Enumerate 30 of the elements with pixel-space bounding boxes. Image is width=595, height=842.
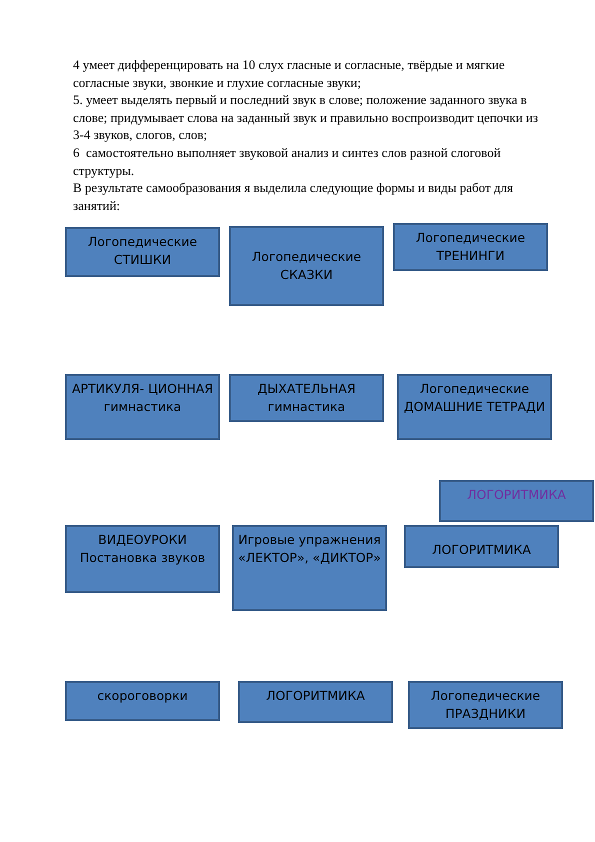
topic-label: ЛОГОРИТМИКА (467, 486, 566, 504)
topic-label: ВИДЕОУРОКИ Постановка звуков (78, 531, 206, 567)
topic-box (439, 480, 594, 522)
topic-box (65, 374, 220, 440)
topic-box (65, 227, 220, 277)
paragraph: В результате самообразования я выделила следующие формы и виды работ для занятий: (73, 179, 514, 214)
paragraph: 6 самостоятельно выполняет звуковой анализ и синтез слов разной слоговой структуры. (73, 144, 502, 180)
paragraph: 4 умеет дифференцировать на 10 слух гласные и согласные, твёрдые и мягкие согласные звуки, звонкие и глухие согласные звуки; (73, 56, 506, 92)
topic-box (397, 374, 552, 440)
topic-label: ЛОГОРИТМИКА (432, 541, 531, 559)
topic-label: Логопедические СТИШКИ (86, 233, 198, 269)
topic-box (229, 226, 384, 306)
topic-label: ЛОГОРИТМИКА (266, 687, 365, 705)
topic-box (65, 525, 220, 593)
topic-label: АРТИКУЛЯ- ЦИОННАЯ гимнастика (70, 380, 214, 416)
topic-label: ДЫХАТЕЛЬНАЯ гимнастика (256, 380, 357, 416)
topic-label: Логопедические СКАЗКИ (250, 248, 362, 284)
topic-box (229, 374, 384, 422)
topic-box (404, 525, 559, 568)
topic-box (65, 681, 220, 721)
topic-label: Логопедические ПРАЗДНИКИ (430, 687, 542, 723)
topic-box (238, 681, 393, 723)
topic-label: скороговорки (97, 687, 188, 705)
topic-box (393, 223, 548, 271)
paragraph: 5. умеет выделять первый и последний звук в слове; положение заданного звука в слове; придумывает слова на заданный звук и правильно воспроизводит цепочки из 3-4 звуков, слогов, слов; (73, 91, 539, 144)
topic-label: Игровые упражнения «ЛЕКТОР», «ДИКТОР» (237, 531, 382, 567)
topic-box (232, 525, 387, 611)
topic-label: Логопедические ДОМАШНИЕ ТЕТРАДИ (402, 380, 546, 416)
topic-box (408, 681, 563, 729)
topic-label: Логопедические ТРЕНИНГИ (414, 229, 526, 265)
